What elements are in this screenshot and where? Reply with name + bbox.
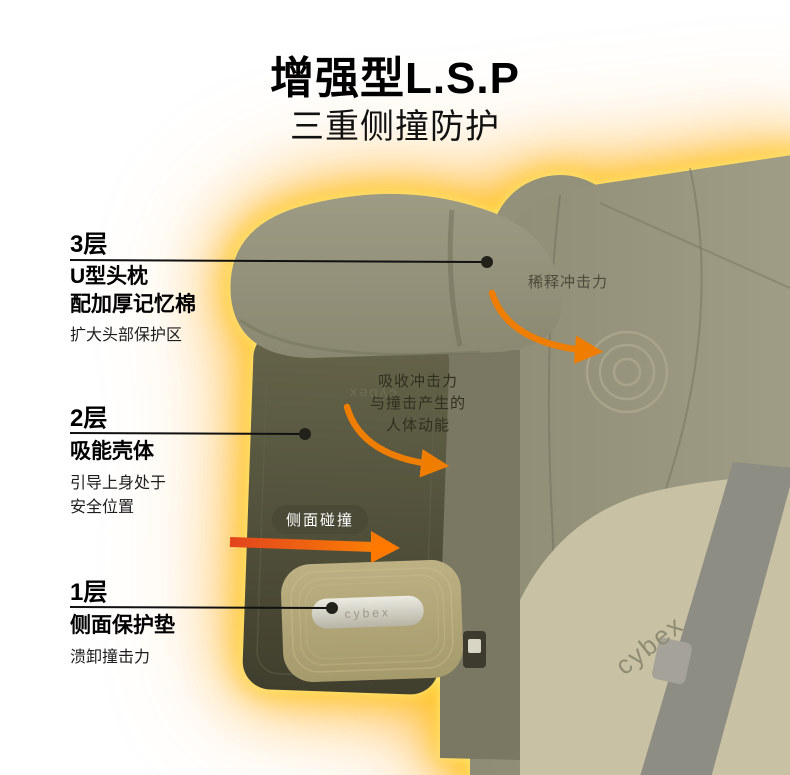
- strap-buckle: [652, 638, 692, 684]
- absorb-impact-callout: 吸收冲击力 与撞击产生的 人体动能: [352, 371, 484, 437]
- brand-logo-text: cybex: [344, 605, 391, 621]
- page-title: 增强型L.S.P: [269, 54, 521, 103]
- layer3-title-line1: U型头枕: [70, 265, 149, 288]
- latch-buckle: [463, 631, 486, 668]
- leader-dot-layer2: [299, 428, 311, 440]
- layer1-title: 侧面保护垫: [70, 614, 175, 637]
- pad-brand-pill: [311, 595, 424, 629]
- shell-seam: [599, 202, 790, 289]
- annotation-overlay: [69, 256, 604, 614]
- side-protection-pad: cybex: [281, 559, 464, 683]
- page-subtitle: 三重侧撞防护: [290, 108, 500, 146]
- layer2-title: 吸能壳体: [70, 440, 154, 463]
- harness-strap: [640, 462, 790, 775]
- layer3-number: 3层: [70, 231, 108, 258]
- layer2-desc-line1: 引导上身处于: [70, 475, 167, 492]
- absorb-line1: 吸收冲击力: [377, 373, 458, 390]
- leader-line-layer2: [69, 432, 305, 435]
- layer3-desc: 扩大头部保护区: [70, 327, 183, 344]
- side-collision-badge: 侧面碰撞: [272, 505, 369, 534]
- absorb-line2: 与撞击产生的: [369, 395, 466, 412]
- layer3-title-line2: 配加厚记忆棉: [70, 293, 196, 316]
- brand-emblem: [585, 330, 669, 414]
- shell-seam: [654, 167, 703, 521]
- leader-dot-layer3: [481, 256, 493, 268]
- leader-line-layer3: [69, 259, 487, 263]
- layer2-desc-line2: 安全位置: [70, 499, 135, 516]
- absorb-line3: 人体动能: [385, 417, 450, 434]
- side-collision-arrow: [229, 531, 400, 563]
- layer2-number: 2层: [70, 405, 108, 432]
- layer1-number: 1层: [70, 579, 108, 606]
- layer1-desc: 溃卸撞击力: [70, 649, 151, 666]
- headrest: [230, 193, 563, 358]
- dilute-impact-callout: 稀释冲击力: [528, 274, 609, 291]
- brand-logo-text: cybex: [347, 384, 397, 403]
- leader-line-layer1: [69, 606, 331, 609]
- leader-dot-layer1: [326, 602, 338, 614]
- dilute-impact-arrow: [488, 289, 604, 364]
- car-seat-illustration: cybex cybex: [230, 155, 790, 775]
- absorb-impact-arrow: [343, 403, 450, 478]
